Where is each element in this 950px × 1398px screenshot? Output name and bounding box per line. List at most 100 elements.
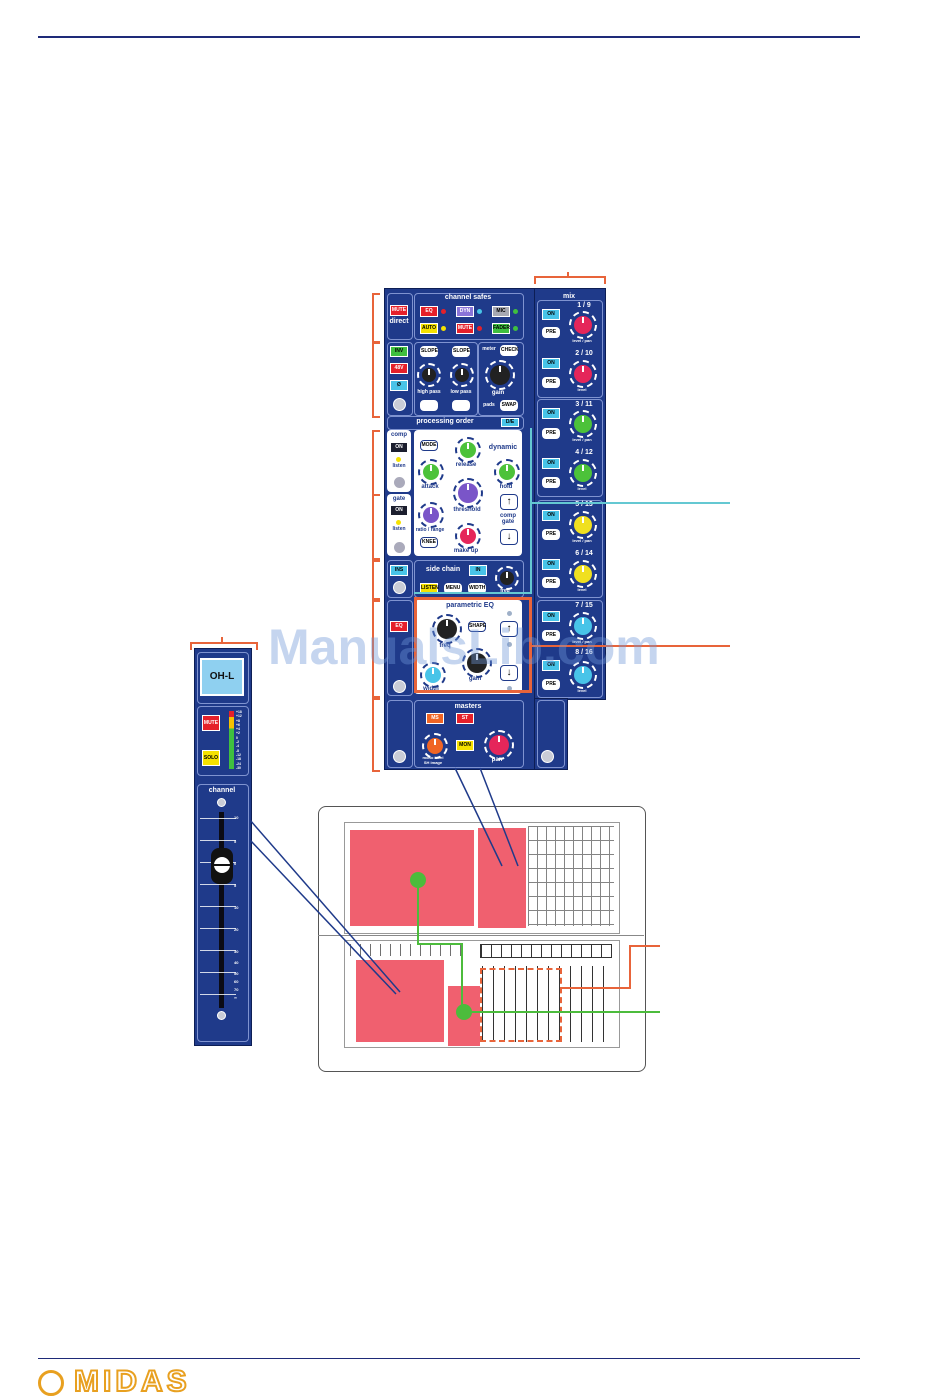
mix-pre-button[interactable]: PRE [542, 529, 560, 540]
green-route-line [417, 880, 463, 1012]
eq-gain-knob[interactable] [462, 648, 492, 678]
side-chain-freq-knob[interactable] [495, 566, 519, 590]
ins-select-button[interactable] [393, 581, 406, 594]
processing-order-button[interactable]: D/E [501, 418, 519, 427]
select-button[interactable] [393, 398, 406, 411]
safe-auto-button[interactable]: AUTO [420, 323, 438, 334]
green-route-dot [410, 872, 426, 888]
watermark: ManualsLib.com [268, 619, 660, 675]
meter-label: meter [482, 346, 496, 352]
inv-button[interactable]: INV [390, 346, 408, 357]
channel-mute-button[interactable]: MUTE [202, 715, 220, 731]
eq-down-button[interactable]: ↓ [500, 665, 518, 681]
mix-pre-button[interactable]: PRE [542, 577, 560, 588]
mix-sub-label: level [577, 387, 587, 392]
threshold-knob[interactable] [453, 478, 483, 508]
lp-shape-button[interactable] [452, 400, 470, 411]
mix-on-button[interactable]: ON [542, 358, 560, 369]
safe-mute-button[interactable]: MUTE [456, 323, 474, 334]
comp-on-button[interactable]: ON [390, 442, 408, 453]
mix-on-button[interactable]: ON [542, 408, 560, 419]
phase-button[interactable]: Ø [390, 380, 408, 391]
fader-knob[interactable] [211, 848, 233, 884]
mix-on-button[interactable]: ON [542, 660, 560, 671]
mix-lower-select-button[interactable] [541, 750, 554, 763]
safe-mic-button[interactable]: MIC [492, 306, 510, 317]
eq-button[interactable]: EQ [390, 621, 408, 632]
low-pass-knob[interactable] [450, 363, 474, 387]
48v-button[interactable]: 48V [390, 363, 408, 374]
safe-mute-led [477, 326, 482, 331]
pan-label: pan [491, 757, 503, 763]
swap-button[interactable]: SWAP [500, 400, 518, 411]
comp-up-button[interactable]: ↑ [500, 494, 518, 510]
hp-shape-button[interactable] [420, 400, 438, 411]
mix-on-button[interactable]: ON [542, 559, 560, 570]
eq-shape-button[interactable]: SHAPE [468, 621, 486, 632]
mix-on-button[interactable]: ON [542, 458, 560, 469]
release-knob[interactable] [455, 437, 481, 463]
mix-on-button[interactable]: ON [542, 309, 560, 320]
mix-pre-button[interactable]: PRE [542, 679, 560, 690]
ratio-knob[interactable] [418, 502, 444, 528]
channel-name-display[interactable]: OH-L [200, 658, 244, 696]
gate-select-button[interactable] [393, 541, 406, 554]
mix-level-knob[interactable] [569, 459, 597, 487]
ins-button[interactable]: INS [390, 565, 408, 576]
masters-mon-button[interactable]: MON [456, 740, 474, 751]
side-chain-in-button[interactable]: IN [469, 565, 487, 576]
hp-slope-button[interactable]: SLOPE [420, 346, 438, 357]
lp-slope-button[interactable]: SLOPE [452, 346, 470, 357]
console-inner-frame [344, 822, 620, 934]
eq-highlight-frame [414, 597, 532, 693]
attack-knob[interactable] [418, 459, 444, 485]
safe-eq-button[interactable]: EQ [420, 306, 438, 317]
channel-solo-button[interactable]: SOLO [202, 750, 220, 766]
gate-on-button[interactable]: ON [390, 505, 408, 516]
eq-select-button[interactable] [393, 680, 406, 693]
footer-logo: MIDAS [73, 1365, 191, 1398]
masters-ms-button[interactable]: MS [426, 713, 444, 724]
high-pass-knob[interactable] [417, 363, 441, 387]
mix-level-knob[interactable] [569, 410, 597, 438]
console-button-row [480, 944, 612, 958]
eq-width-knob[interactable] [420, 662, 446, 688]
comp-select-button[interactable] [393, 476, 406, 489]
mix-pair-label: 4 / 12 [575, 449, 593, 456]
mix-level-knob[interactable] [569, 560, 597, 588]
mix-level-knob[interactable] [569, 661, 597, 689]
panel-to-console-line [479, 767, 519, 867]
eq-freq-knob[interactable] [432, 614, 462, 644]
strip-to-console-line [249, 839, 397, 995]
mix-level-knob[interactable] [569, 360, 597, 388]
gate-label: gate [392, 496, 406, 502]
masters-select-button[interactable] [393, 750, 406, 763]
direct-mute-button[interactable]: MUTE [390, 305, 408, 316]
mix-pre-button[interactable]: PRE [542, 327, 560, 338]
dyn-mode-button[interactable]: MODE [420, 440, 438, 451]
safe-fader-button[interactable]: FADER [492, 323, 510, 334]
footer-rule [38, 1358, 860, 1359]
mix-level-knob[interactable] [569, 511, 597, 539]
mix-level-knob[interactable] [569, 311, 597, 339]
mix-level-knob[interactable] [569, 612, 597, 640]
check-button[interactable]: CHECK [500, 345, 519, 356]
safe-dyn-button[interactable]: DYN [456, 306, 474, 317]
make-up-knob[interactable] [455, 523, 481, 549]
eq-up-button[interactable]: ↑ [500, 621, 518, 637]
pan-knob[interactable] [484, 730, 514, 760]
eq-title: parametric EQ [446, 602, 494, 609]
eq-band-led [507, 642, 512, 647]
mix-pre-button[interactable]: PRE [542, 377, 560, 388]
mix-pre-button[interactable]: PRE [542, 630, 560, 641]
hold-knob[interactable] [494, 459, 520, 485]
mono-level-knob[interactable] [422, 733, 448, 759]
mix-on-button[interactable]: ON [542, 611, 560, 622]
mix-on-button[interactable]: ON [542, 510, 560, 521]
mix-pre-button[interactable]: PRE [542, 428, 560, 439]
masters-st-button[interactable]: ST [456, 713, 474, 724]
mix-pre-button[interactable]: PRE [542, 477, 560, 488]
knee-button[interactable]: KNEE [420, 537, 438, 548]
comp-down-button[interactable]: ↓ [500, 529, 518, 545]
gain-knob[interactable] [485, 360, 515, 390]
